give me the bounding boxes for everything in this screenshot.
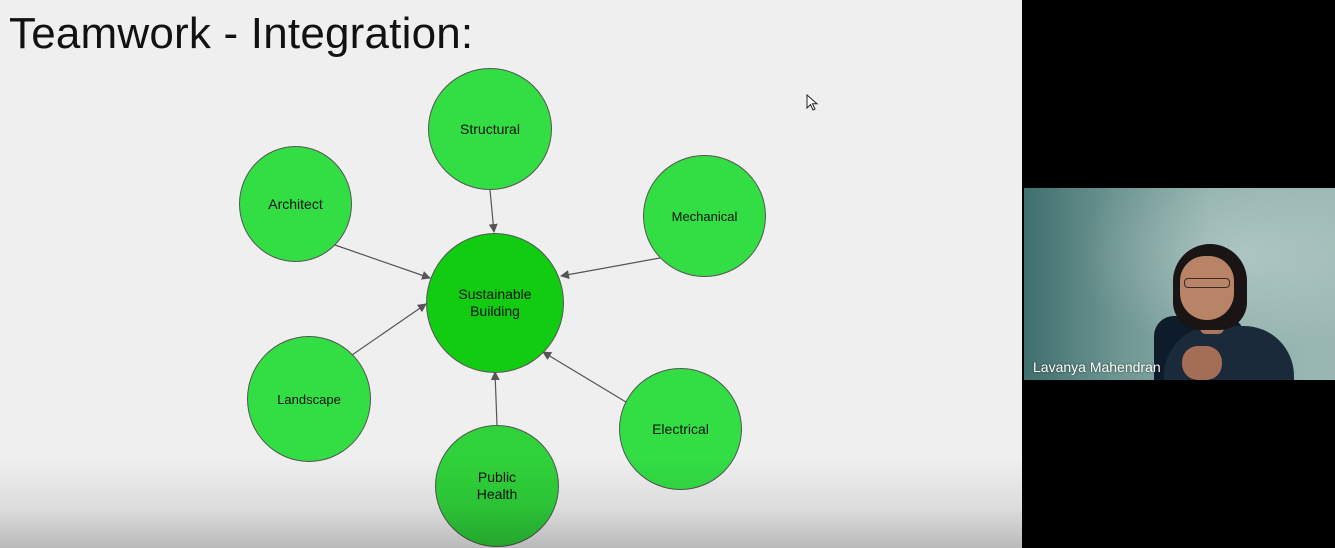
node-architect: Architect bbox=[239, 146, 352, 262]
arrow-landscape bbox=[351, 303, 427, 356]
node-sustainable-building: Sustainable Building bbox=[426, 233, 564, 373]
arrow-public-health bbox=[490, 371, 500, 426]
integration-diagram bbox=[334, 189, 661, 426]
participant-video-tile[interactable]: Lavanya Mahendran bbox=[1024, 188, 1335, 380]
node-structural: Structural bbox=[428, 68, 552, 190]
node-mechanical-label: Mechanical bbox=[671, 208, 738, 224]
node-mechanical: Mechanical bbox=[643, 155, 766, 277]
shared-slide: Teamwork - Integration: Structural Archi… bbox=[0, 0, 1022, 548]
node-public-health: Public Health bbox=[435, 425, 559, 547]
node-architect-label: Architect bbox=[268, 195, 323, 212]
arrow-structural bbox=[488, 189, 498, 233]
node-electrical-label: Electrical bbox=[652, 420, 709, 437]
node-landscape-label: Landscape bbox=[277, 391, 341, 407]
arrow-mechanical bbox=[560, 257, 661, 279]
participant-hand bbox=[1182, 346, 1222, 380]
node-landscape: Landscape bbox=[247, 336, 371, 462]
node-center-label: Sustainable Building bbox=[458, 286, 532, 319]
arrow-electrical bbox=[542, 351, 627, 403]
arrow-architect bbox=[334, 244, 431, 280]
participant-glasses bbox=[1184, 278, 1230, 288]
mouse-cursor-icon bbox=[806, 94, 819, 111]
slide-title: Teamwork - Integration: bbox=[9, 9, 474, 58]
node-public-health-label: Public Health bbox=[476, 469, 518, 502]
participant-name: Lavanya Mahendran bbox=[1033, 359, 1161, 375]
node-structural-label: Structural bbox=[460, 120, 520, 137]
node-electrical: Electrical bbox=[619, 368, 742, 490]
participant-face bbox=[1180, 256, 1234, 320]
